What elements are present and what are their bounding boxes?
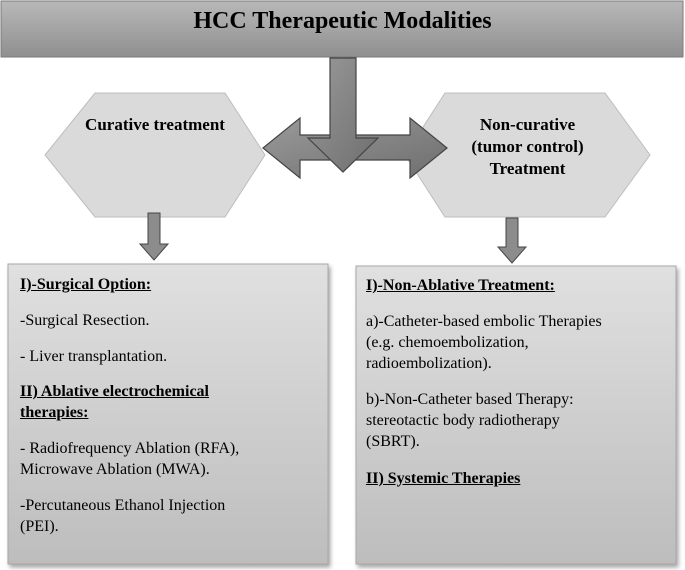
non-curative-box-content: I)-Non-Ablative Treatment: a)-Catheter-b… xyxy=(366,275,671,489)
diagram-title: HCC Therapeutic Modalities xyxy=(193,8,492,34)
non-curative-label-line: (tumor control) xyxy=(471,137,584,156)
non-curative-label-line: Treatment xyxy=(489,159,566,178)
ablative-item-line: Microwave Ablation (MWA). xyxy=(20,461,210,478)
non-catheter-item-line: stereotactic body radiotherapy xyxy=(366,412,560,429)
ablative-item-line: - Radiofrequency Ablation (RFA), xyxy=(20,440,240,457)
non-curative-label: Non-curative (tumor control) Treatment xyxy=(405,114,650,180)
non-catheter-item-line: b)-Non-Catheter based Therapy: xyxy=(366,391,574,408)
non-curative-box xyxy=(355,265,677,565)
title-down-arrow xyxy=(306,57,380,173)
catheter-item-line: (e.g. chemoembolization, xyxy=(366,334,529,351)
catheter-item-line: radioembolization). xyxy=(366,355,492,372)
surgical-option-item: - Liver transplantation. xyxy=(20,348,168,365)
non-ablative-heading: I)-Non-Ablative Treatment: xyxy=(366,277,555,294)
surgical-option-heading: I)-Surgical Option: xyxy=(20,276,152,293)
ablative-item-line: (PEI). xyxy=(20,518,59,535)
non-curative-label-line: Non-curative xyxy=(479,115,576,134)
curative-down-arrow xyxy=(138,212,170,261)
systemic-therapies-heading: II) Systemic Therapies xyxy=(366,470,521,487)
catheter-item-line: a)-Catheter-based embolic Therapies xyxy=(366,313,602,330)
curative-box-content: I)-Surgical Option: -Surgical Resection.… xyxy=(20,274,325,537)
non-curative-down-arrow xyxy=(496,217,528,264)
surgical-option-item: -Surgical Resection. xyxy=(20,312,150,329)
ablative-item-line: -Percutaneous Ethanol Injection xyxy=(20,497,226,514)
non-catheter-item-line: (SBRT). xyxy=(366,433,420,450)
ablative-heading-line: II) Ablative electrochemical xyxy=(20,383,209,400)
ablative-heading-line: therapies: xyxy=(20,404,89,421)
title-bar xyxy=(0,0,684,58)
curative-box xyxy=(7,263,329,565)
curative-label: Curative treatment xyxy=(85,115,225,134)
curative-hexagon xyxy=(44,92,266,218)
